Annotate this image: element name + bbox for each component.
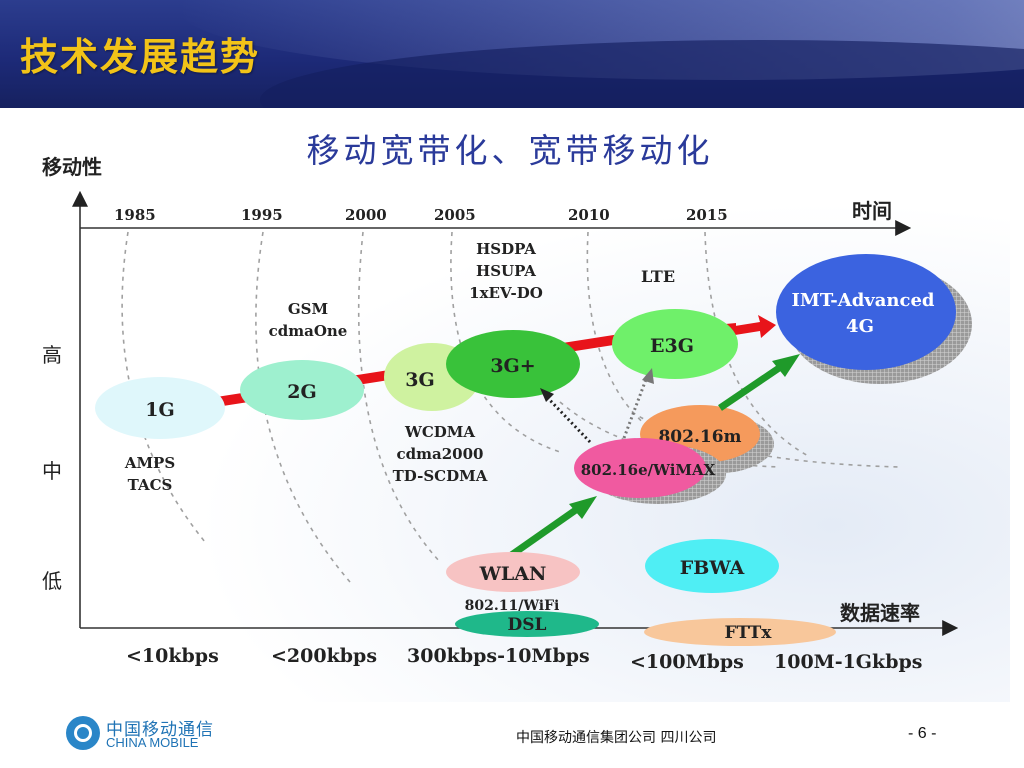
- time-axis-label: 时间: [852, 199, 892, 223]
- g3-plus-standards: HSDPA HSUPA 1xEV-DO: [469, 240, 543, 302]
- year-1985: 1985: [114, 206, 156, 224]
- node-2g: 2G: [240, 360, 364, 420]
- china-mobile-logo-icon: [66, 716, 100, 750]
- wimax-to-imt-arrow: [718, 354, 800, 411]
- g2-standard-gsm: GSM: [288, 300, 328, 318]
- g2-standards: GSM cdmaOne: [269, 300, 348, 340]
- g3plus-standard-hsdpa: HSDPA: [476, 240, 536, 258]
- node-imt-advanced: IMT-Advanced 4G: [776, 254, 972, 384]
- node-3g-label: 3G: [405, 369, 434, 391]
- node-802-16m-label: 802.16m: [658, 427, 741, 447]
- node-3g-plus-label: 3G+: [490, 355, 535, 377]
- g1-standard-amps: AMPS: [124, 454, 175, 472]
- node-fttx: FTTx: [644, 618, 836, 646]
- logo-en-name: CHINA MOBILE: [106, 735, 199, 750]
- node-wlan-label: WLAN: [479, 563, 547, 585]
- logo-cn-name: 中国移动通信: [106, 720, 214, 740]
- node-802-16e-wimax: 802.16e/WiMAX: [574, 438, 726, 504]
- mobility-high: 高: [42, 343, 62, 367]
- g3-standard-cdma2000: cdma2000: [397, 445, 484, 463]
- node-e3g: E3G: [612, 309, 738, 379]
- g3-standard-wcdma: WCDMA: [404, 423, 475, 441]
- title-banner: 技术发展趋势: [0, 0, 1024, 108]
- node-e3g-label: E3G: [650, 335, 694, 357]
- mobility-low: 低: [42, 569, 62, 593]
- g3-standards: WCDMA cdma2000 TD-SCDMA: [393, 423, 488, 485]
- year-2000: 2000: [345, 206, 387, 224]
- node-802-16e-wimax-label: 802.16e/WiMAX: [581, 461, 716, 479]
- wifi-annotation: 802.11/WiFi: [465, 598, 560, 614]
- wimax-to-3g-plus-dotted-arrow: [540, 388, 592, 444]
- imt-4g-label: 4G: [846, 316, 874, 337]
- slide-title: 技术发展趋势: [20, 35, 261, 79]
- china-mobile-logo: 中国移动通信 CHINA MOBILE: [66, 716, 266, 752]
- mobility-mid: 中: [42, 459, 62, 483]
- year-2015: 2015: [686, 206, 728, 224]
- rate-100mbps: <100Mbps: [630, 651, 744, 673]
- rate-200kbps: <200kbps: [271, 645, 377, 667]
- g3-standard-td-scdma: TD-SCDMA: [393, 467, 488, 485]
- wlan-to-wimax-arrow: [507, 496, 597, 559]
- wimax-to-e3g-dotted-arrow: [622, 368, 654, 439]
- rate-ticks: <10kbps <200kbps 300kbps-10Mbps <100Mbps…: [126, 645, 922, 673]
- imt-advanced-label: IMT-Advanced: [792, 290, 935, 311]
- g3plus-standard-hsupa: HSUPA: [476, 262, 536, 280]
- node-fbwa-label: FBWA: [680, 557, 745, 579]
- year-1995: 1995: [241, 206, 283, 224]
- g2-standard-cdmaone: cdmaOne: [269, 322, 348, 340]
- g1-standards: AMPS TACS: [124, 454, 175, 494]
- year-2010: 2010: [568, 206, 610, 224]
- node-2g-label: 2G: [287, 381, 316, 403]
- node-wlan: WLAN: [446, 552, 580, 592]
- node-1g: 1G: [95, 377, 225, 439]
- node-3g-plus: 3G+: [446, 330, 580, 398]
- diagram-subtitle: 移动宽带化、宽带移动化: [307, 131, 714, 170]
- node-dsl: DSL: [455, 611, 599, 637]
- rate-10kbps: <10kbps: [126, 645, 219, 667]
- g3plus-standard-1xev-do: 1xEV-DO: [469, 284, 543, 302]
- footer-company: 中国移动通信集团公司 四川公司: [516, 730, 717, 746]
- node-fbwa: FBWA: [645, 539, 779, 593]
- rate-300kbps-10mbps: 300kbps-10Mbps: [407, 645, 590, 667]
- evolution-diagram: 移动宽带化、宽带移动化 移动性 时间 数据速率 高 中 低 1985 1995 …: [20, 112, 1010, 702]
- rate-100m-1gkbps: 100M-1Gkbps: [774, 651, 922, 673]
- lte-annotation: LTE: [641, 267, 675, 286]
- diagram-canvas: 移动宽带化、宽带移动化 移动性 时间 数据速率 高 中 低 1985 1995 …: [42, 131, 972, 673]
- year-2005: 2005: [434, 206, 476, 224]
- page-number: - 6 -: [908, 725, 937, 742]
- year-ticks: 1985 1995 2000 2005 2010 2015: [114, 206, 728, 224]
- node-dsl-label: DSL: [508, 615, 547, 635]
- node-fttx-label: FTTx: [725, 623, 773, 643]
- node-1g-label: 1G: [145, 399, 174, 421]
- g1-standard-tacs: TACS: [128, 476, 173, 494]
- x-axis-label: 数据速率: [840, 601, 920, 625]
- y-axis-label: 移动性: [42, 155, 102, 179]
